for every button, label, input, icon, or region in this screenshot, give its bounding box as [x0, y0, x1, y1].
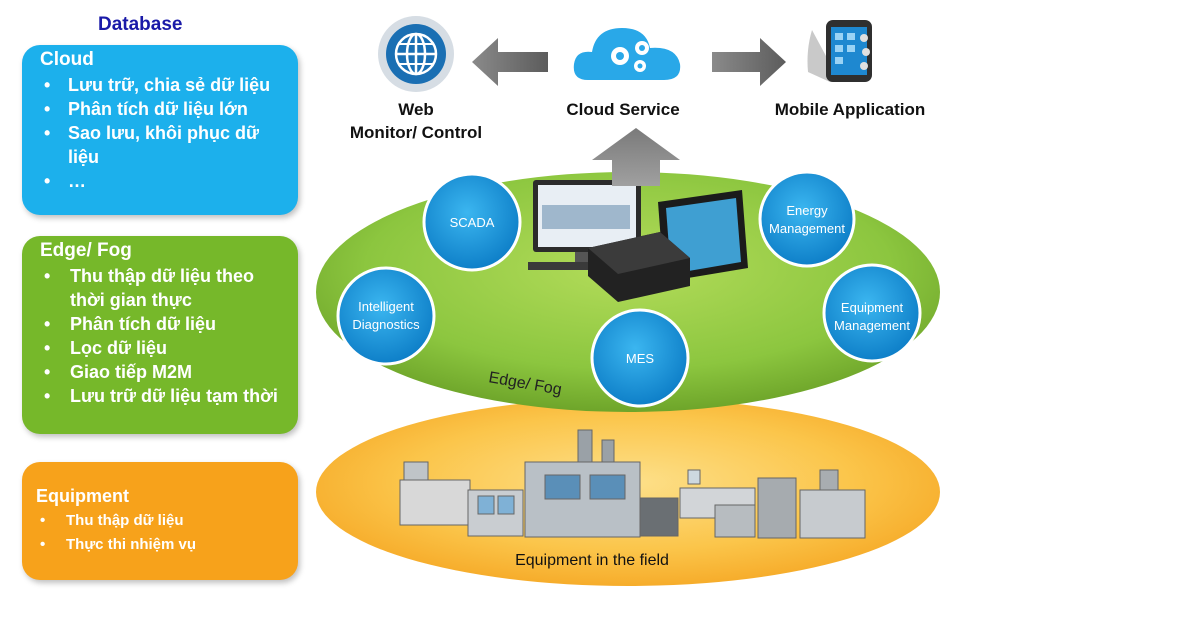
- list-item: Lưu trữ dữ liệu tạm thời: [40, 384, 286, 408]
- cloud-panel: Cloud Lưu trữ, chia sẻ dữ liệu Phân tích…: [22, 45, 298, 215]
- equipment-heading: Equipment: [36, 486, 129, 506]
- cloud-heading: Cloud: [40, 49, 94, 70]
- energy-label-line1: Energy: [786, 203, 828, 218]
- edge-panel: Edge/ Fog Thu thập dữ liệu theo thời gia…: [22, 236, 298, 434]
- mobile-app-icon: [807, 20, 872, 82]
- list-item: Thu thập dữ liệu: [36, 509, 286, 533]
- list-item: …: [40, 169, 284, 193]
- energy-management-node: Energy Management: [758, 170, 856, 268]
- mes-node: MES: [590, 308, 690, 408]
- globe-icon: [378, 16, 454, 92]
- list-item: Thực thi nhiệm vụ: [36, 533, 286, 557]
- diagnostics-label-line1: Intelligent: [358, 299, 414, 314]
- list-item: Lọc dữ liệu: [40, 336, 286, 360]
- list-item: Sao lưu, khôi phục dữ liệu: [40, 121, 284, 169]
- right-arrow-icon: [712, 38, 786, 86]
- database-title: Database: [98, 14, 183, 35]
- field-layer-label: Equipment in the field: [515, 552, 669, 569]
- cloud-gears-icon: [573, 28, 681, 80]
- equipment-management-node: Equipment Management: [822, 263, 922, 363]
- intelligent-diagnostics-node: Intelligent Diagnostics: [336, 266, 436, 366]
- equipment-mgmt-label-line1: Equipment: [841, 300, 904, 315]
- list-item: Lưu trữ, chia sẻ dữ liệu: [40, 73, 284, 97]
- cloud-service-label: Cloud Service: [566, 100, 680, 119]
- edge-hardware-illustration: [528, 180, 748, 302]
- list-item: Phân tích dữ liệu: [40, 312, 286, 336]
- mes-label: MES: [626, 351, 655, 366]
- diagnostics-label-line2: Diagnostics: [352, 317, 420, 332]
- equipment-panel: Equipment Thu thập dữ liệu Thực thi nhiệ…: [22, 462, 298, 580]
- equipment-mgmt-label-line2: Management: [834, 318, 910, 333]
- web-label-line1: Web: [398, 100, 434, 119]
- equipment-list: Thu thập dữ liệu Thực thi nhiệm vụ: [36, 509, 286, 557]
- scada-node: SCADA: [422, 172, 522, 272]
- mobile-app-label: Mobile Application: [774, 100, 926, 119]
- list-item: Thu thập dữ liệu theo thời gian thực: [40, 264, 286, 312]
- web-label-line2: Monitor/ Control: [349, 123, 483, 142]
- edge-list: Thu thập dữ liệu theo thời gian thực Phâ…: [40, 264, 286, 408]
- list-item: Giao tiếp M2M: [40, 360, 286, 384]
- cloud-list: Lưu trữ, chia sẻ dữ liệu Phân tích dữ li…: [40, 73, 284, 193]
- factory-equipment-illustration: [399, 429, 866, 539]
- list-item: Phân tích dữ liệu lớn: [40, 97, 284, 121]
- left-arrow-icon: [472, 38, 548, 86]
- energy-label-line2: Management: [769, 221, 845, 236]
- scada-label: SCADA: [450, 215, 495, 230]
- edge-heading: Edge/ Fog: [40, 240, 132, 261]
- up-arrow-icon: [592, 128, 680, 186]
